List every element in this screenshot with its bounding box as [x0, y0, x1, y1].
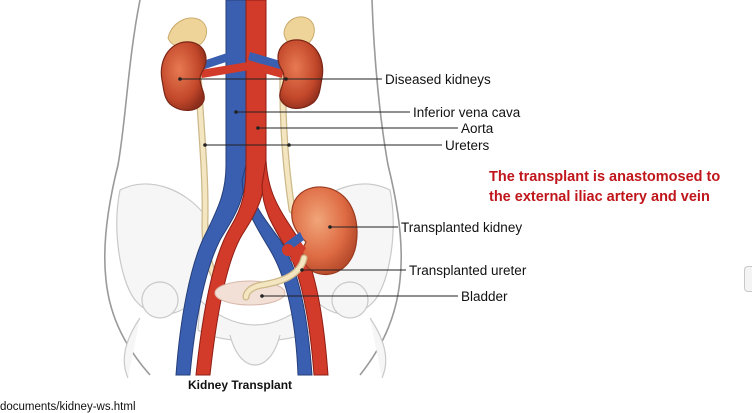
renal-vessels [200, 52, 284, 78]
transplant-note-line-2: the external iliac artery and vein [489, 189, 710, 205]
label-bladder: Bladder [461, 289, 508, 304]
diseased-kidneys [160, 39, 324, 111]
leader-lines [180, 78, 458, 297]
label-aorta: Aorta [461, 121, 494, 136]
anastomosis-vessels [282, 232, 306, 264]
label-transplanted-kidney: Transplanted kidney [401, 220, 522, 235]
inferior-vena-cava [175, 0, 247, 376]
label-diseased-kidneys: Diseased kidneys [385, 72, 491, 87]
diagram-caption: Kidney Transplant [188, 378, 292, 392]
page-url-text[interactable]: documents/kidney-ws.html [0, 401, 136, 413]
transplant-note: The transplant is anastomosed to the ext… [489, 167, 751, 207]
label-transplanted-ureter: Transplanted ureter [409, 263, 527, 278]
label-inferior-vena-cava: Inferior vena cava [413, 105, 521, 120]
label-ureters: Ureters [445, 138, 490, 153]
aorta [195, 0, 267, 376]
transplanted-kidney [291, 186, 358, 276]
transplant-note-line-1: The transplant is anastomosed to [489, 169, 721, 185]
transplanted-ureter [242, 254, 308, 301]
side-scroll-tab[interactable] [744, 266, 752, 292]
